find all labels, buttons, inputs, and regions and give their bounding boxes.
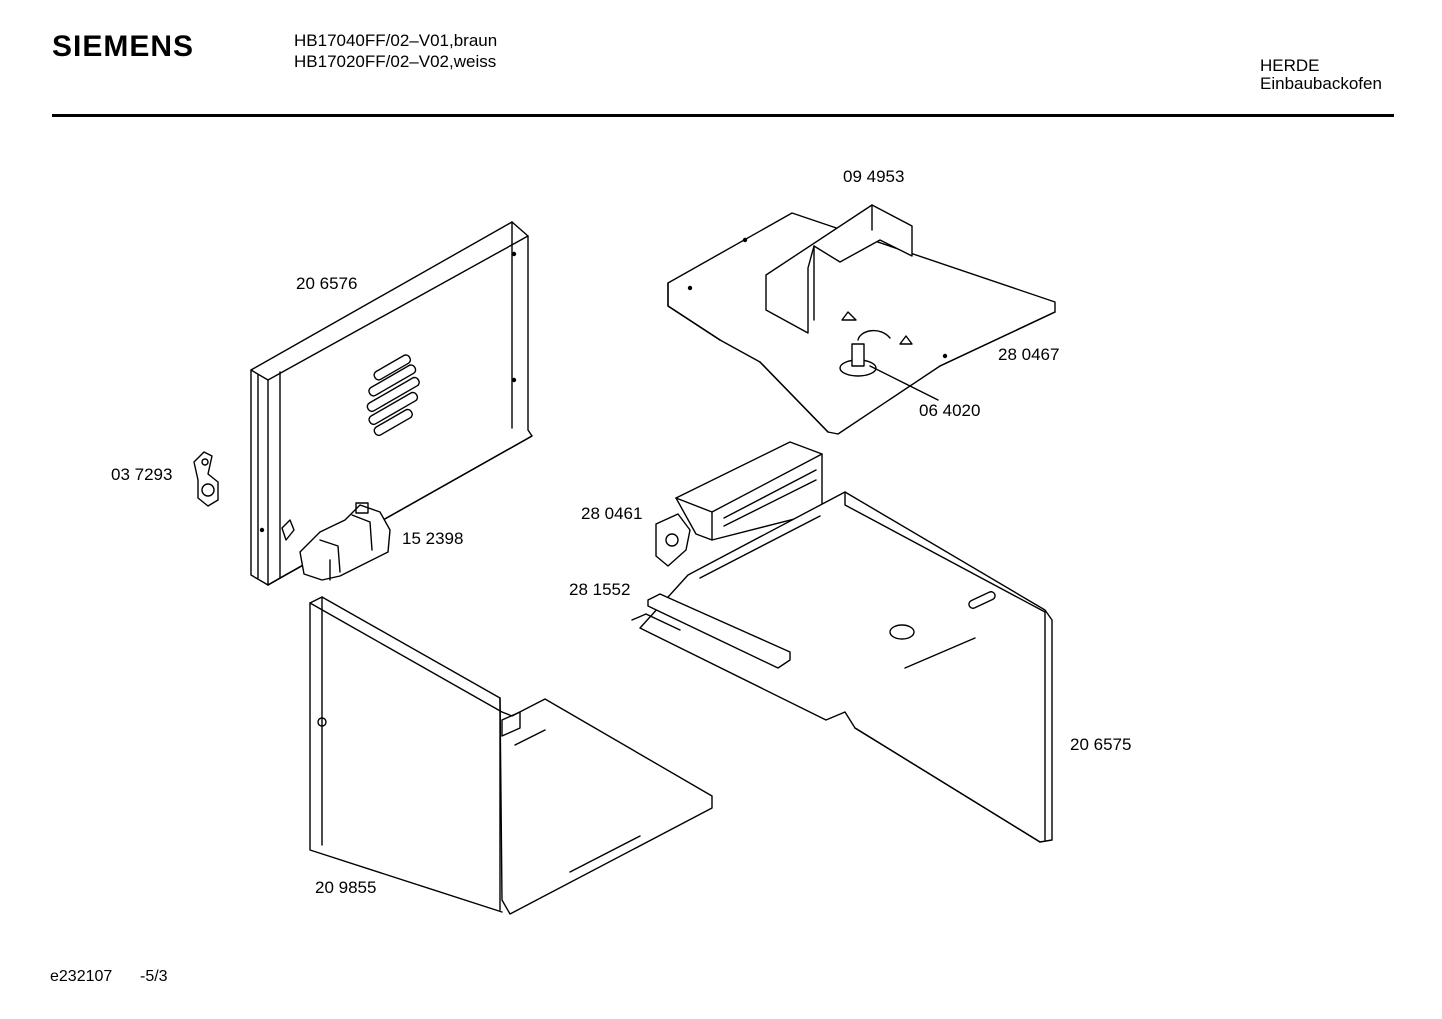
document-id: e232107 bbox=[50, 968, 113, 985]
latch-part bbox=[194, 452, 218, 506]
part-label-281552: 28 1552 bbox=[569, 580, 631, 599]
switch-part bbox=[300, 503, 390, 580]
part-label-209855: 20 9855 bbox=[315, 878, 377, 897]
support-rail-part bbox=[632, 594, 790, 668]
thermal-fuse-part bbox=[840, 331, 938, 400]
brand-logo: SIEMENS bbox=[52, 30, 195, 63]
category-line-1: HERDE bbox=[1260, 56, 1320, 75]
top-cover-part bbox=[668, 205, 1055, 434]
back-panel-part bbox=[251, 222, 532, 585]
part-label-064020: 06 4020 bbox=[919, 401, 981, 420]
part-label-037293: 03 7293 bbox=[111, 465, 173, 484]
part-label-094953: 09 4953 bbox=[843, 167, 905, 186]
right-side-panel-part bbox=[640, 492, 1052, 842]
page-reference: -5/3 bbox=[140, 968, 168, 985]
part-label-152398: 15 2398 bbox=[402, 529, 464, 548]
part-label-280461: 28 0461 bbox=[581, 504, 643, 523]
part-label-206575: 20 6575 bbox=[1070, 735, 1132, 754]
category-line-2: Einbaubackofen bbox=[1260, 74, 1382, 93]
part-label-206576: 20 6576 bbox=[296, 274, 358, 293]
part-label-280467: 28 0467 bbox=[998, 345, 1060, 364]
left-side-panel-part bbox=[310, 597, 712, 914]
header-divider bbox=[52, 114, 1394, 117]
model-line-2: HB17020FF/02–V02,weiss bbox=[294, 52, 497, 71]
model-line-1: HB17040FF/02–V01,braun bbox=[294, 31, 498, 50]
fan-heater-part bbox=[656, 442, 822, 566]
